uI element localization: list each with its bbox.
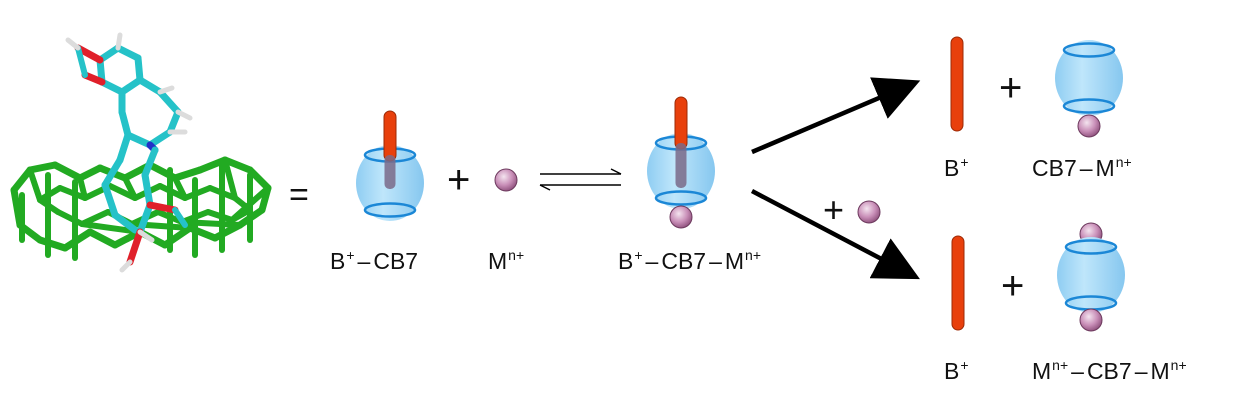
bond xyxy=(136,76,164,96)
bond xyxy=(86,228,119,249)
cb7-metal-complex-icon xyxy=(1055,40,1123,138)
bond xyxy=(134,54,144,84)
bond xyxy=(115,32,123,51)
ternary-complex-label: B+–CB7–Mn+ xyxy=(618,247,762,274)
bond xyxy=(146,128,174,149)
upper-reaction-arrow xyxy=(751,77,921,155)
bond xyxy=(171,166,204,182)
bond xyxy=(118,76,144,96)
metal-ion-icon xyxy=(1077,114,1101,138)
bond xyxy=(116,131,132,164)
metal-ion-label: Mn+ xyxy=(488,247,525,274)
bond xyxy=(101,181,119,219)
bond xyxy=(51,161,84,182)
bond xyxy=(76,164,104,182)
bond xyxy=(26,161,59,174)
free-guest-label-top: B+ xyxy=(944,154,969,181)
bond xyxy=(75,45,88,78)
bond xyxy=(141,146,159,179)
bond xyxy=(74,44,104,64)
bond xyxy=(175,109,193,121)
equilibrium-arrows xyxy=(539,168,622,191)
bond xyxy=(172,207,188,228)
bond xyxy=(137,229,155,243)
cb7-metal-complex-label: CB7–Mn+ xyxy=(1032,154,1132,181)
cb7-top-rim xyxy=(1064,239,1118,255)
guest-rod-upper xyxy=(674,96,688,150)
plus-sign: + xyxy=(823,189,845,230)
cb7-top-rim xyxy=(1062,42,1116,58)
cb7-bottom-rim xyxy=(654,190,708,206)
plus-sign: + xyxy=(999,66,1023,110)
free-guest-rod-bottom xyxy=(951,235,965,331)
bond xyxy=(179,219,243,228)
guest-rod-upper xyxy=(383,110,397,162)
metal-ion-icon xyxy=(1079,308,1103,332)
bond xyxy=(27,167,43,203)
cb7-bottom-rim xyxy=(363,202,417,218)
free-guest-rod-top xyxy=(950,36,964,132)
bond xyxy=(101,156,124,189)
bond xyxy=(98,78,126,96)
bond xyxy=(118,108,132,139)
host-guest-label: B+–CB7 xyxy=(330,247,419,274)
bond xyxy=(136,201,154,236)
free-guest-label-bottom: B+ xyxy=(944,357,969,384)
bond xyxy=(172,175,188,201)
metal-cb7-metal-complex-label: Mn+–CB7–Mn+ xyxy=(1032,357,1187,384)
bond xyxy=(10,166,34,194)
cb7-host-body xyxy=(1057,237,1125,313)
host-guest-complex-icon xyxy=(356,110,424,221)
bond xyxy=(246,166,272,192)
bond xyxy=(146,201,179,214)
bond xyxy=(222,157,238,201)
guest-rod-inside xyxy=(675,143,687,188)
molecular-model-image xyxy=(10,32,272,273)
bond xyxy=(166,108,182,136)
bond xyxy=(65,37,81,51)
bond xyxy=(114,44,142,62)
metal-ion-icon xyxy=(669,205,693,229)
bond xyxy=(196,156,229,174)
bond xyxy=(96,44,122,64)
plus-sign: + xyxy=(447,158,471,202)
bond xyxy=(141,171,154,209)
guest-rod-inside xyxy=(384,155,396,189)
bond xyxy=(77,175,88,201)
cb7-host-body xyxy=(1055,40,1123,116)
lower-reaction-arrow xyxy=(750,189,920,280)
bond xyxy=(124,131,154,149)
bond xyxy=(157,85,175,95)
metal-cb7-metal-complex-icon xyxy=(1057,222,1125,332)
bond xyxy=(126,228,144,266)
bond xyxy=(119,259,133,273)
cb7-bottom-rim xyxy=(1062,98,1116,114)
metal-ion-icon xyxy=(494,168,518,192)
bond xyxy=(36,236,69,252)
bond xyxy=(221,156,254,174)
ternary-complex-icon xyxy=(647,96,715,229)
bond xyxy=(156,88,182,116)
plus-sign: + xyxy=(1001,264,1025,308)
bond xyxy=(81,71,106,86)
equals-sign: = xyxy=(289,176,309,214)
bond xyxy=(111,211,139,234)
metal-ion-icon xyxy=(857,200,881,224)
bond xyxy=(122,175,138,201)
bond xyxy=(55,209,85,227)
